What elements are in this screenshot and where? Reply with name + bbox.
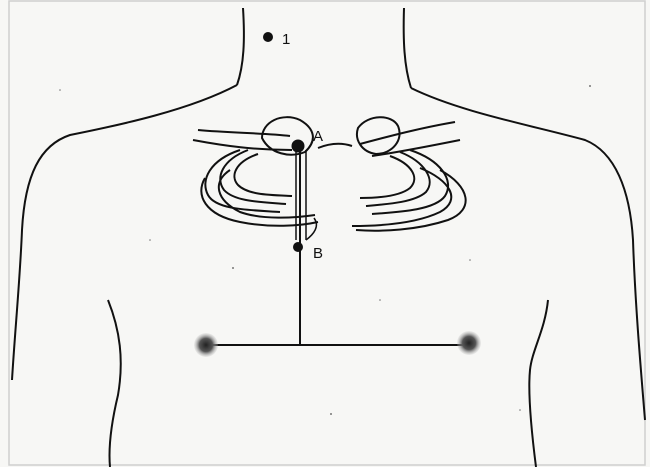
- scan-speckles: [59, 85, 591, 415]
- right-clavicle-lower: [372, 140, 460, 156]
- point-a-dot: [292, 140, 305, 153]
- point-1-label: 1: [282, 31, 290, 48]
- left-nipple-dot: [194, 333, 218, 357]
- jugular-notch: [318, 144, 352, 148]
- neck-right-outline: [404, 8, 411, 88]
- neck-left-outline: [237, 8, 244, 85]
- right-shoulder-outline: [411, 88, 645, 420]
- right-clavicle-upper: [360, 122, 455, 144]
- point-b-dot: [293, 242, 303, 252]
- left-rib-3: [234, 154, 292, 196]
- xiphoid-outline: [306, 218, 316, 240]
- point-a-label: A: [313, 128, 323, 145]
- right-torso-outline: [529, 300, 548, 467]
- point-b-label: B: [313, 245, 323, 262]
- right-nipple-dot: [457, 331, 481, 355]
- point-1-dot: [263, 32, 273, 42]
- left-torso-outline: [108, 300, 121, 467]
- left-clavicle-upper: [198, 130, 290, 136]
- figure-frame: [9, 1, 645, 465]
- right-rib-3: [360, 156, 414, 198]
- left-clavicle-lower: [193, 140, 292, 150]
